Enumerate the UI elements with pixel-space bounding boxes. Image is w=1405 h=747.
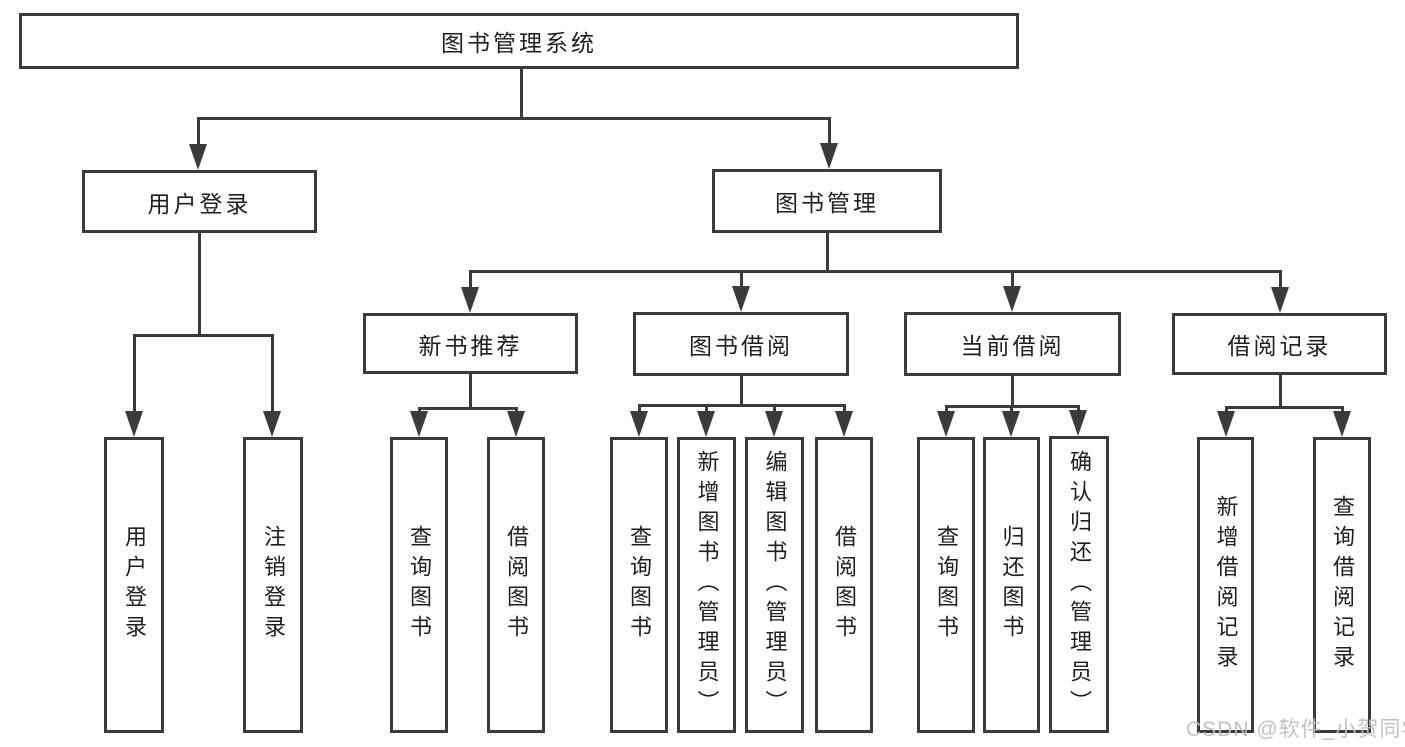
connector-line — [1279, 375, 1282, 409]
connector-line — [638, 404, 846, 407]
connector-line — [418, 407, 518, 410]
leaf-records-add: 新增借阅记录 — [1197, 437, 1254, 733]
leaf-borrow-borrow: 借阅图书 — [815, 437, 873, 733]
leaf-newbooks-borrow-label: 借阅图书 — [504, 525, 529, 645]
node-book-borrow-label: 图书借阅 — [689, 333, 793, 359]
connector-line — [1011, 376, 1014, 408]
connector-line — [826, 233, 829, 273]
arrow-down-icon — [835, 411, 853, 437]
connector-line — [520, 68, 523, 120]
arrow-down-icon — [732, 286, 750, 312]
connector-line — [469, 271, 472, 295]
csdn-watermark: CSDN @软件_小贺同学 — [1186, 718, 1405, 741]
arrow-down-icon — [1069, 410, 1087, 436]
connector-line — [133, 334, 274, 337]
arrow-down-icon — [1002, 411, 1020, 437]
arrow-down-icon — [1333, 411, 1351, 437]
leaf-newbooks-query: 查询图书 — [390, 437, 448, 733]
node-new-books-label: 新书推荐 — [418, 332, 523, 359]
leaf-borrow-add-label: 新增图书（管理员） — [694, 450, 720, 720]
arrow-down-icon — [820, 143, 838, 169]
connector-line — [1225, 406, 1344, 409]
arrow-down-icon — [1271, 287, 1289, 313]
arrow-down-icon — [697, 411, 715, 437]
leaf-borrow-add: 新增图书（管理员） — [677, 437, 736, 733]
leaf-borrow-edit-label: 编辑图书（管理员） — [762, 450, 788, 720]
leaf-current-confirm-label: 确认归还（管理员） — [1067, 449, 1092, 720]
leaf-user-login-label: 用户登录 — [122, 525, 147, 645]
leaf-logout: 注销登录 — [243, 437, 303, 733]
arrow-down-icon — [937, 411, 955, 437]
leaf-newbooks-query-label: 查询图书 — [407, 525, 432, 645]
leaf-current-query-label: 查询图书 — [934, 525, 959, 645]
leaf-current-return-label: 归还图书 — [999, 525, 1025, 645]
connector-line — [1011, 271, 1014, 294]
node-user-login: 用户登录 — [82, 170, 317, 233]
connector-line — [828, 118, 831, 151]
connector-line — [271, 335, 274, 419]
connector-line — [197, 118, 200, 152]
connector-line — [740, 376, 743, 407]
leaf-records-query: 查询借阅记录 — [1313, 437, 1371, 733]
node-current-borrow-label: 当前借阅 — [960, 333, 1065, 359]
leaf-current-return: 归还图书 — [983, 437, 1040, 733]
leaf-current-confirm: 确认归还（管理员） — [1049, 436, 1109, 733]
leaf-records-query-label: 查询借阅记录 — [1330, 495, 1355, 675]
leaf-borrow-query-label: 查询图书 — [627, 525, 652, 645]
node-book-mgmt: 图书管理 — [712, 169, 942, 233]
arrow-down-icon — [263, 411, 281, 437]
connector-line — [469, 270, 1282, 273]
leaf-borrow-borrow-label: 借阅图书 — [832, 525, 857, 645]
node-new-books: 新书推荐 — [363, 313, 578, 374]
leaf-borrow-query: 查询图书 — [610, 437, 668, 733]
arrow-down-icon — [1003, 286, 1021, 312]
leaf-logout-label: 注销登录 — [261, 525, 286, 645]
arrow-down-icon — [410, 411, 428, 437]
arrow-down-icon — [765, 411, 783, 437]
arrow-down-icon — [630, 411, 648, 437]
connector-line — [197, 117, 831, 120]
arrow-down-icon — [507, 411, 525, 437]
leaf-newbooks-borrow: 借阅图书 — [487, 437, 545, 733]
node-borrow-records-label: 借阅记录 — [1227, 333, 1332, 359]
leaf-current-query: 查询图书 — [917, 437, 975, 733]
leaf-borrow-edit: 编辑图书（管理员） — [745, 437, 804, 733]
node-book-mgmt-label: 图书管理 — [775, 190, 879, 216]
arrow-down-icon — [1217, 411, 1235, 437]
node-user-login-label: 用户登录 — [147, 190, 252, 217]
leaf-user-login: 用户登录 — [104, 437, 164, 733]
node-root: 图书管理系统 — [19, 13, 1019, 69]
arrow-down-icon — [189, 144, 207, 170]
node-book-borrow: 图书借阅 — [633, 312, 849, 376]
node-borrow-records: 借阅记录 — [1172, 313, 1387, 375]
arrow-down-icon — [461, 287, 479, 313]
node-root-label: 图书管理系统 — [441, 30, 597, 56]
leaf-records-add-label: 新增借阅记录 — [1213, 495, 1239, 675]
connector-line — [198, 233, 201, 337]
connector-line — [740, 271, 743, 294]
connector-line — [469, 374, 472, 410]
node-current-borrow: 当前借阅 — [904, 312, 1121, 376]
connector-line — [1279, 271, 1282, 295]
arrow-down-icon — [125, 411, 143, 437]
connector-line — [133, 335, 136, 419]
